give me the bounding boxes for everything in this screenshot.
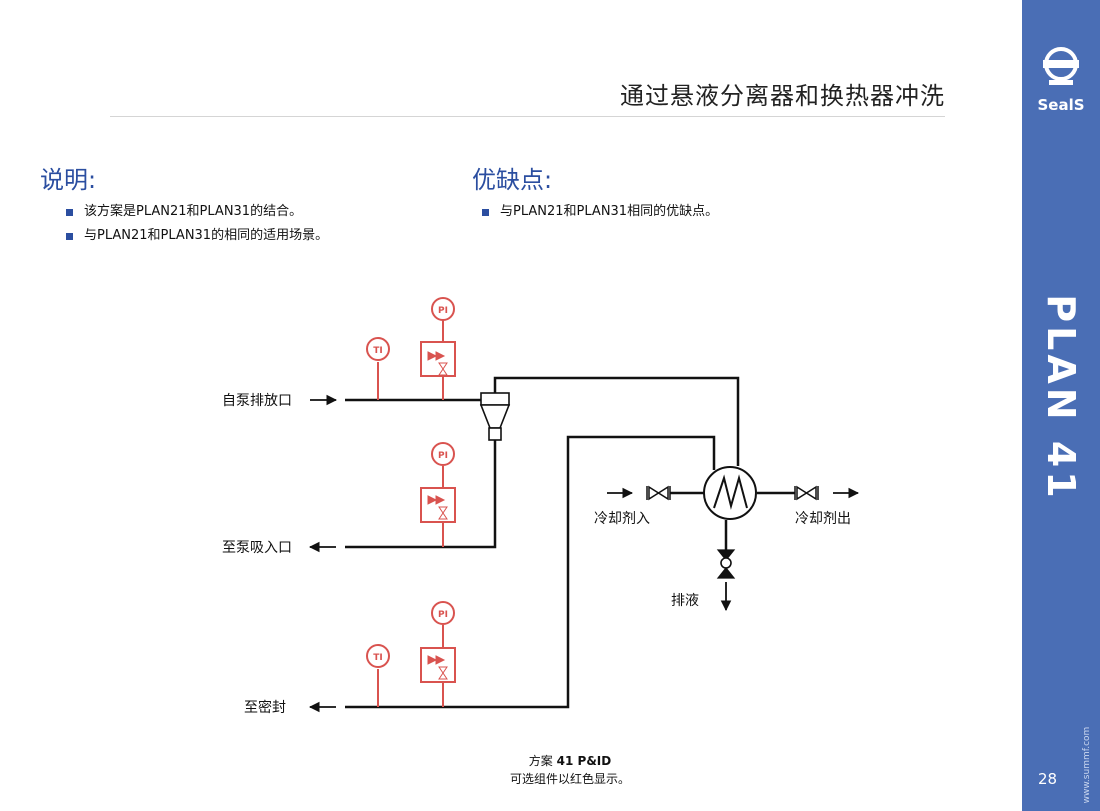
seal-flush-line bbox=[345, 435, 716, 709]
process-lines bbox=[345, 376, 795, 709]
drain-valve bbox=[716, 549, 736, 579]
list-item: 该方案是PLAN21和PLAN31的结合。 bbox=[66, 202, 328, 226]
description-list: 该方案是PLAN21和PLAN31的结合。 与PLAN21和PLAN31的相同的… bbox=[66, 202, 328, 250]
pi-gauge-icon bbox=[431, 601, 455, 625]
optional-instruments bbox=[366, 297, 456, 707]
label-drain: 排液 bbox=[671, 593, 699, 609]
ti-tag: TI bbox=[373, 346, 383, 356]
pi-tag: PI bbox=[438, 610, 448, 620]
bullet-icon bbox=[66, 209, 73, 216]
sidebar: SealS bbox=[1022, 0, 1100, 811]
header-divider bbox=[110, 116, 945, 117]
ti-gauge-icon bbox=[366, 644, 390, 668]
label-to-seal: 至密封 bbox=[244, 699, 286, 716]
pi-tag: PI bbox=[438, 306, 448, 316]
list-item: 与PLAN21和PLAN31相同的优缺点。 bbox=[482, 202, 718, 226]
label-from-pump-discharge: 自泵排放口 bbox=[222, 393, 292, 409]
bullet-icon bbox=[482, 209, 489, 216]
pi-tag: PI bbox=[438, 451, 448, 461]
pi-gauge-icon bbox=[431, 442, 455, 466]
cyclone-separator bbox=[479, 392, 511, 441]
heat-exchanger bbox=[703, 466, 757, 520]
coolant-inlet-valve bbox=[646, 485, 671, 501]
pros-cons-title: 优缺点: bbox=[472, 166, 553, 194]
plan-label: PLAN 41 bbox=[1039, 294, 1083, 502]
pid-diagram: PI TI PI PI TI 自泵排放口 至泵吸入口 至密封 冷却剂入 冷却剂出… bbox=[222, 297, 860, 716]
pros-cons-list: 与PLAN21和PLAN31相同的优缺点。 bbox=[482, 202, 718, 226]
description-title: 说明: bbox=[40, 166, 97, 194]
label-coolant-out: 冷却剂出 bbox=[795, 511, 851, 527]
caption-line-2: 可选组件以红色显示。 bbox=[509, 772, 630, 786]
header-title: 通过悬液分离器和换热器冲洗 bbox=[620, 82, 945, 110]
gauge-valve-3 bbox=[420, 647, 456, 683]
brand-name: SealS bbox=[1037, 96, 1085, 114]
gauge-valve-2 bbox=[420, 487, 456, 523]
suction-return-line bbox=[345, 440, 497, 549]
page-number: 28 bbox=[1038, 770, 1058, 788]
ti-tag: TI bbox=[373, 653, 383, 663]
label-coolant-in: 冷却剂入 bbox=[594, 511, 650, 527]
diagram-caption: 方案 41 P&ID 可选组件以红色显示。 bbox=[440, 752, 700, 788]
label-to-pump-suction: 至泵吸入口 bbox=[222, 540, 292, 556]
caption-line-1: 方案 41 P&ID bbox=[528, 754, 612, 768]
separator-overhead-line bbox=[493, 376, 740, 466]
pi-gauge-icon bbox=[431, 297, 455, 321]
coolant-outlet-valve bbox=[794, 485, 819, 501]
ti-gauge-icon bbox=[366, 337, 390, 361]
list-item: 与PLAN21和PLAN31的相同的适用场景。 bbox=[66, 226, 328, 250]
flow-arrows bbox=[308, 394, 860, 713]
bullet-icon bbox=[66, 233, 73, 240]
seals-logo-icon bbox=[1043, 47, 1079, 85]
website-url: www.summf.com bbox=[1082, 726, 1092, 804]
